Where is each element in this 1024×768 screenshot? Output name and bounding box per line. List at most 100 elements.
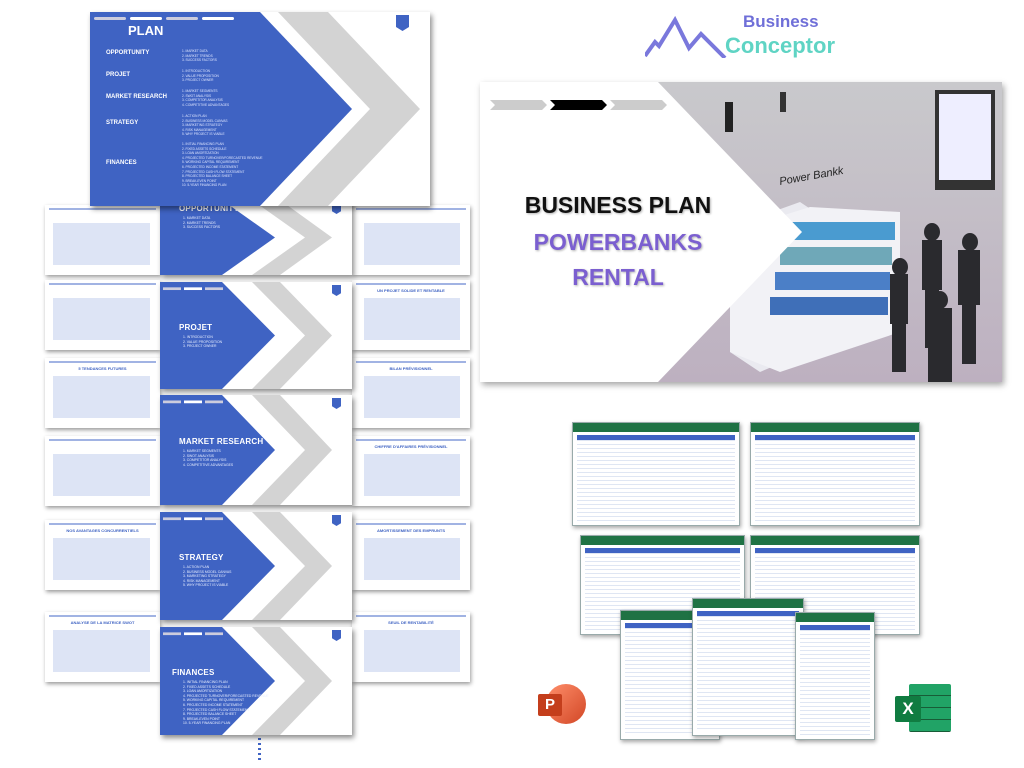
section-item: 9. BREAK-EVEN POINT (183, 716, 220, 721)
section-item: 6. PROJECTED INCOME STATEMENT (183, 702, 243, 707)
excel-ribbon (796, 613, 874, 622)
logo-badge-icon (396, 15, 409, 31)
chevron-graphic (90, 12, 420, 206)
spreadsheet-grid (755, 437, 915, 521)
powerpoint-letter: P (538, 694, 562, 716)
plan-item: 5. WORKING CAPITAL REQUIREMENT (182, 160, 240, 165)
slide-content (364, 376, 460, 418)
section-item: 3. MARKETING STRATEGY (183, 574, 226, 579)
business-conceptor-logo: Business Conceptor (645, 12, 855, 62)
table-header (697, 611, 799, 616)
section-item: 2. SWOT ANALYSIS (183, 453, 214, 458)
progress-bar (356, 208, 466, 210)
plan-item: 2. BUSINESS MODEL CANVAS (182, 118, 228, 123)
background-slide-right: UN PROJET SOLIDE ET RENTABLE (352, 280, 470, 350)
plan-item: 1. MARKET SEGMENTS (182, 89, 218, 93)
background-slide-right (352, 205, 470, 275)
excel-ribbon (581, 536, 744, 545)
excel-ribbon (573, 423, 739, 432)
slide-content (364, 630, 460, 672)
plan-item: 6. PROJECTED INCOME STATEMENT (182, 164, 239, 169)
progress-bar (49, 208, 156, 210)
hero-subtitle-line1: POWERBANKS (533, 229, 703, 255)
slide-title: NOS AVANTAGES CONCURRENTIELS (66, 528, 139, 533)
logo-badge-icon (332, 630, 341, 641)
excel-thumbnail (692, 598, 804, 736)
background-slide-left (45, 280, 160, 350)
spreadsheet-grid (577, 437, 735, 521)
section-item: 4. COMPETITIVE ADVANTAGES (183, 462, 234, 467)
section-item: 2. VALUE PROPOSITION (183, 339, 223, 344)
progress-bar (49, 361, 156, 363)
progress-bar (356, 615, 466, 617)
plan-item: 2. FIXED ASSETS SCHEDULE (182, 146, 227, 151)
plan-section-opportunity: OPPORTUNITY (106, 50, 150, 56)
section-item: 4. PROJECTED TURNOVER/FORECASTED REVENUE (183, 693, 269, 698)
slide-title: SEUIL DE RENTABILITÉ (388, 620, 434, 625)
progress-bar (49, 615, 156, 617)
section-title: PROJET (179, 323, 213, 332)
plan-item: 10. 5-YEAR FINANCING PLAN (182, 183, 227, 188)
slide-title: ANALYSE DE LA MATRICE SWOT (70, 620, 135, 625)
slide-content (53, 630, 150, 672)
background-slide-left (45, 436, 160, 506)
background-slide-right: SEUIL DE RENTABILITÉ (352, 612, 470, 682)
section-item: 8. PROJECTED BALANCE SHEET (183, 712, 237, 717)
slide-content (364, 538, 460, 580)
background-slide-left: 5 TENDANCES FUTURES (45, 358, 160, 428)
connector-dots (258, 738, 261, 760)
plan-item: 3. MARKETING STRATEGY (182, 123, 223, 128)
section-title: OPPORTUNITY (179, 204, 239, 213)
excel-thumbnail (795, 612, 875, 740)
section-item: 7. PROJECTED CASH FLOW STATEMENT (183, 707, 250, 712)
logo-badge-icon (332, 203, 341, 214)
hero-subtitle-line2: RENTAL (572, 264, 664, 290)
background-slide-right: CHIFFRE D'AFFAIRES PRÉVISIONNEL (352, 436, 470, 506)
slide-content (53, 298, 150, 340)
plan-item: 3. COMPETITOR ANALYSIS (182, 98, 223, 103)
plan-item: 1. INITIAL FINANCING PLAN (182, 142, 224, 146)
progress-bar (49, 523, 156, 525)
excel-icon: X (895, 684, 951, 732)
plan-section-finances: FINANCES (106, 160, 137, 166)
logo-badge-icon (332, 285, 341, 296)
plan-item: 5. WHY PROJECT IS VIABLE (182, 132, 225, 137)
section-item: 3. COMPETITOR ANALYSIS (183, 458, 227, 463)
section-title: STRATEGY (179, 553, 224, 562)
progress-bar (356, 523, 466, 525)
logo-badge-icon (332, 515, 341, 526)
table-header (755, 435, 915, 440)
slide-title: BILAN PRÉVISIONNEL (389, 366, 433, 371)
excel-ribbon (751, 536, 919, 545)
spreadsheet-grid (800, 627, 870, 735)
excel-thumbnail (572, 422, 740, 526)
plan-item: 4. PROJECTED TURNOVER/FORECASTED REVENUE (182, 155, 263, 160)
section-item: 1. INITIAL FINANCING PLAN (183, 680, 228, 684)
slide-content (53, 454, 150, 496)
slide-title: CHIFFRE D'AFFAIRES PRÉVISIONNEL (374, 444, 448, 449)
progress-bar (356, 439, 466, 441)
section-item: 4. RISK MANAGEMENT (183, 578, 220, 583)
section-item: 3. SUCCESS FACTORS (183, 225, 221, 230)
slide-content (53, 376, 150, 418)
spreadsheet-grid (697, 613, 799, 731)
table-header (755, 548, 915, 553)
section-title: FINANCES (172, 668, 215, 677)
slide-content (364, 223, 460, 265)
section-item: 1. MARKET SEGMENTS (183, 449, 221, 453)
section-item: 5. WORKING CAPITAL REQUIREMENT (183, 698, 245, 703)
section-item: 10. 5-YEAR FINANCING PLAN (183, 721, 231, 726)
plan-item: 8. PROJECTED BALANCE SHEET (182, 174, 233, 179)
excel-ribbon (751, 423, 919, 432)
plan-item: 9. BREAK-EVEN POINT (182, 178, 217, 183)
slide-content (364, 298, 460, 340)
plan-item: 2. SWOT ANALYSIS (182, 93, 212, 98)
